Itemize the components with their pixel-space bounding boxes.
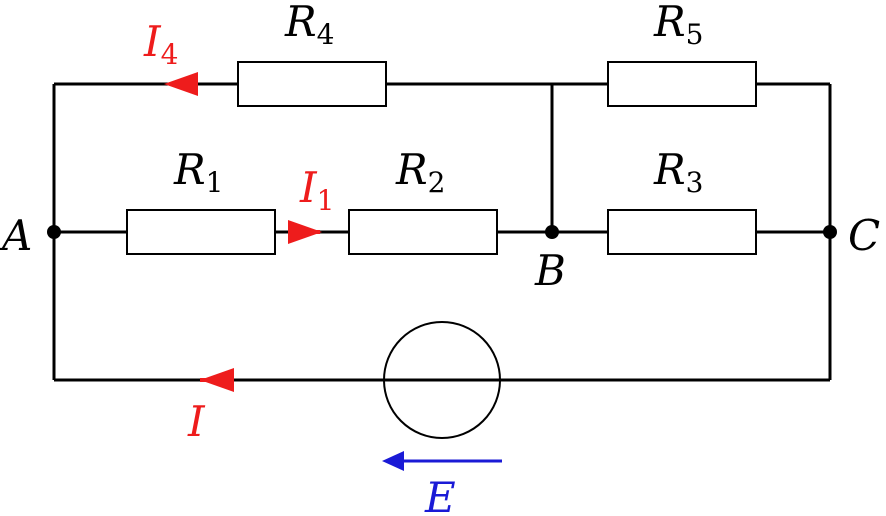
junction-c	[823, 225, 837, 239]
label-node-b: B	[534, 246, 566, 295]
label-emf: E	[424, 473, 456, 516]
junction-a	[47, 225, 61, 239]
emf-direction-arrow	[382, 451, 502, 471]
label-node-a: A	[0, 211, 32, 260]
label-node-c: C	[848, 211, 880, 260]
label-r5: R5	[653, 0, 703, 51]
current-arrow-i	[200, 368, 234, 392]
label-r2: R2	[395, 145, 445, 199]
current-arrow-i1	[288, 220, 322, 244]
label-i1: I1	[299, 163, 334, 217]
label-i4: I4	[143, 17, 178, 71]
label-r3: R3	[653, 145, 703, 199]
label-r1: R1	[173, 145, 223, 199]
label-i: I	[187, 397, 206, 446]
resistor-r4	[237, 61, 387, 107]
junction-b	[545, 225, 559, 239]
resistor-r5	[607, 61, 757, 107]
emf-source	[383, 321, 501, 439]
current-arrow-i4	[164, 72, 198, 96]
resistor-r2	[348, 209, 498, 255]
resistor-r1	[126, 209, 276, 255]
label-r4: R4	[284, 0, 334, 51]
resistor-r3	[607, 209, 757, 255]
